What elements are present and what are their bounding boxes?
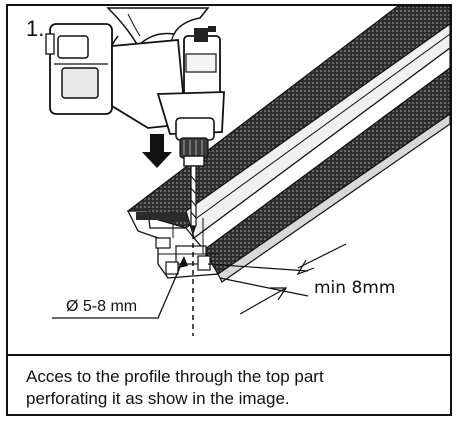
drilling-illustration [45,6,450,336]
divider [8,354,450,356]
min-distance-dimension [207,243,347,315]
instruction-panel: 1. Ø 5-8 mm min 8mm Acces to the profile… [6,4,452,416]
profile-rail-icon [126,6,450,283]
min-distance-label: min 8mm [314,278,396,298]
diameter-leader [52,256,188,319]
instruction-caption: Acces to the profile through the top par… [26,366,436,410]
diameter-label: Ø 5-8 mm [66,298,138,315]
step-number: 1. [26,16,45,41]
down-arrow-icon [142,134,172,168]
drill-icon [45,23,225,234]
caption-line-1: Acces to the profile through the top par… [26,367,324,386]
caption-line-2: perforating it as show in the image. [26,389,290,408]
